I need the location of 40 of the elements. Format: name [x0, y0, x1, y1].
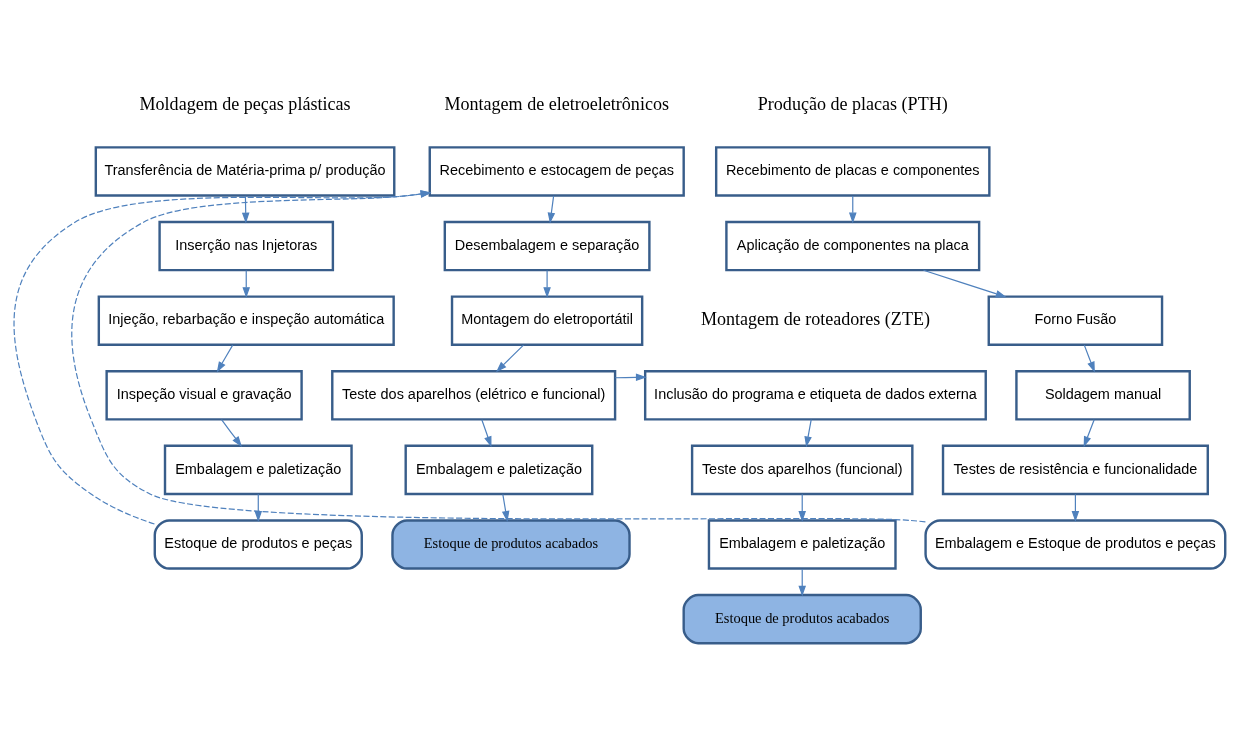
node-box: Recebimento de placas e componentes: [714, 145, 991, 197]
node-box: Aplicação de componentes na placa: [725, 220, 981, 271]
node-box: Forno Fusão: [987, 294, 1164, 346]
node-box: Injeção, rebarbação e inspeção automática: [97, 294, 395, 346]
arrow: [543, 269, 551, 298]
arrow: [13, 189, 432, 525]
node-box: Transferência de Matéria-prima p/ produção: [94, 145, 396, 197]
arrow: [501, 493, 510, 522]
node-box: Embalagem e paletização: [404, 444, 594, 495]
label: Montagem de eletroeletrônicos: [444, 93, 669, 114]
node-box: Montagem do eletroportátil: [450, 294, 644, 346]
arrow: [1083, 418, 1095, 447]
node-box: Estoque de produtos e peças: [153, 518, 363, 570]
arrow: [614, 373, 647, 381]
node-box: Desembalagem e separação: [443, 220, 651, 271]
arrow: [804, 418, 812, 447]
arrow: [481, 418, 492, 447]
node-box: Recebimento e estocagem de peças: [428, 145, 685, 197]
node-box: Embalagem e Estoque de produtos e peças: [924, 518, 1227, 570]
node-box: Embalagem e paletização: [707, 518, 897, 570]
node-box: Embalagem e paletização: [163, 444, 353, 495]
label: Produção de placas (PTH): [757, 93, 948, 114]
node-box: Inspeção visual e gravação: [105, 369, 303, 421]
arrow: [547, 194, 556, 223]
node-box: Estoque de produtos acabados: [391, 518, 631, 570]
arrow: [495, 344, 525, 372]
arrow: [220, 418, 242, 447]
node-box: Inclusão do programa e etiqueta de dados externa: [643, 369, 987, 421]
node-box: Soldagem manual: [1015, 369, 1191, 421]
label: Moldagem de peças plásticas: [139, 93, 351, 114]
arrow: [922, 269, 1007, 297]
arrow: [1083, 344, 1095, 373]
arrow: [216, 344, 234, 372]
node-box: Teste dos aparelhos (funcional): [690, 444, 914, 495]
node-box: Teste dos aparelhos (elétrico e funcional): [331, 369, 617, 421]
node-box: Estoque de produtos acabados: [682, 593, 922, 644]
node-box: Testes de resistência e funcionalidade: [941, 444, 1209, 495]
label: Montagem de roteadores (ZTE): [700, 308, 930, 329]
arrow: [71, 189, 926, 522]
node-box: Inserção nas Injetoras: [158, 220, 335, 271]
